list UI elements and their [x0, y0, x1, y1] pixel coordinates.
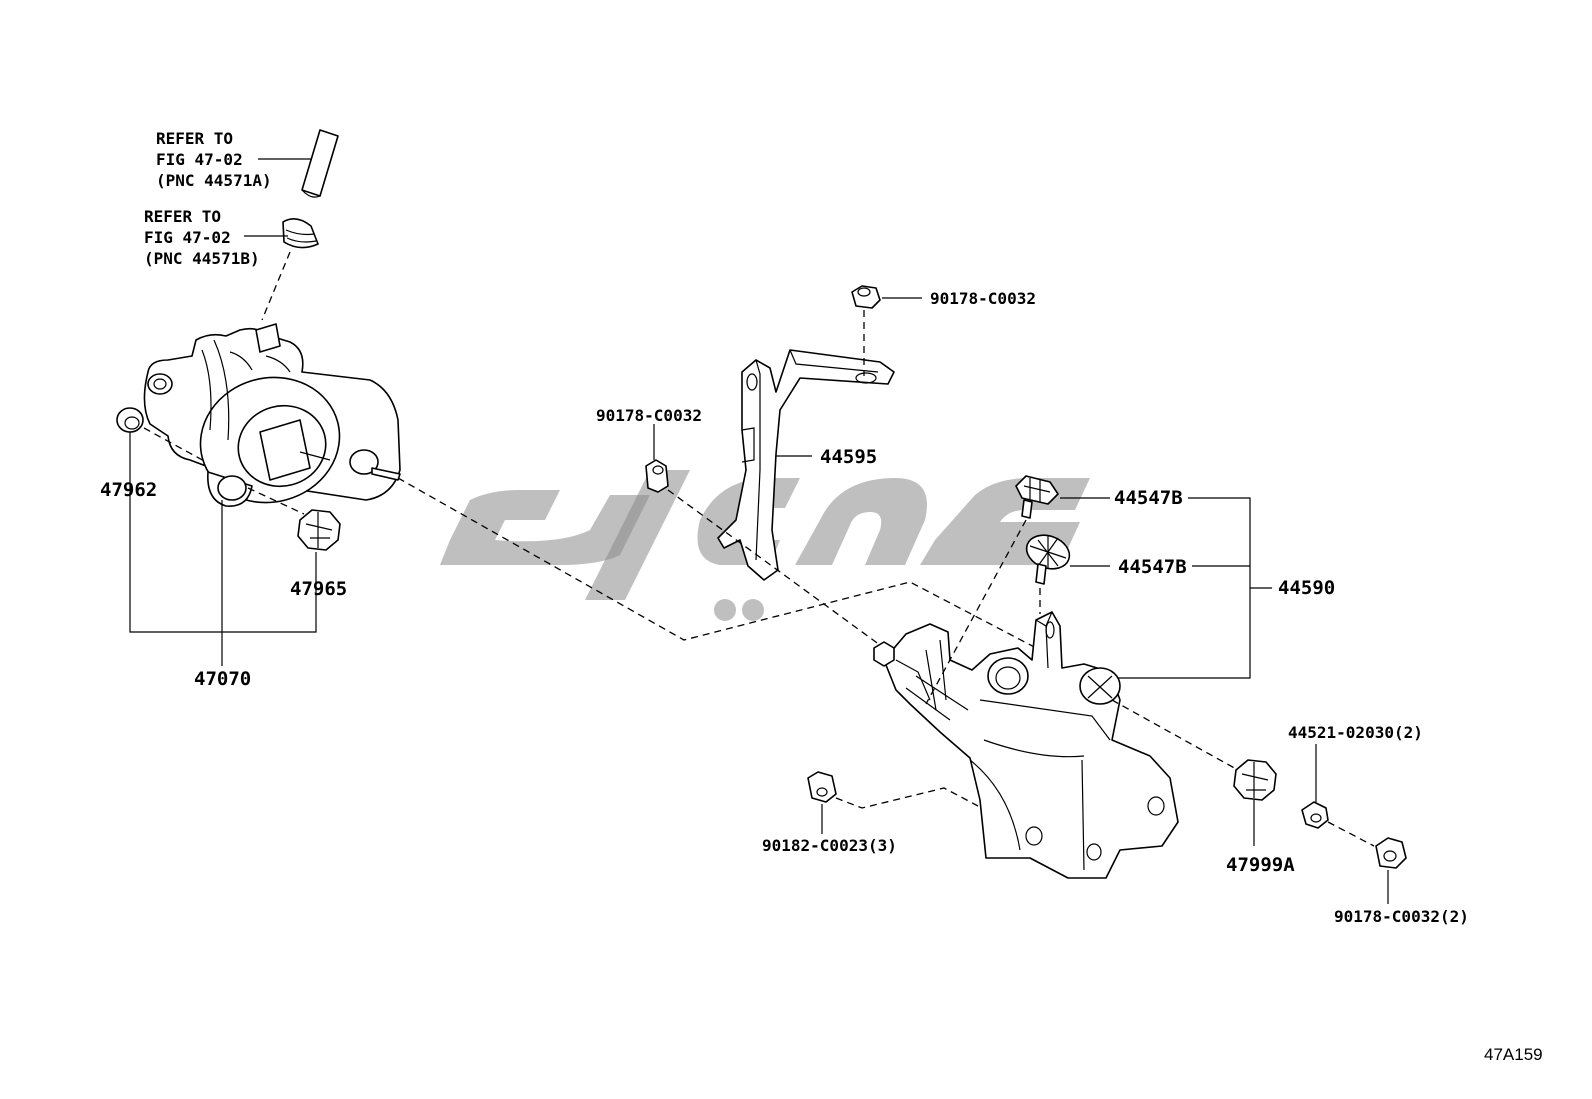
ref-a-line2: FIG 47-02 — [156, 150, 243, 169]
part-90178-nut-mid — [645, 459, 669, 493]
callout-44547b-2: 44547B — [1118, 556, 1187, 578]
part-90178-nut-top — [851, 285, 881, 309]
callout-47965: 47965 — [290, 578, 347, 600]
hose-pipe-a — [301, 129, 339, 198]
part-90182-nut — [807, 771, 837, 803]
part-47999a-grommet — [1233, 759, 1277, 801]
callout-90178-bottom: 90178-C0032(2) — [1334, 907, 1469, 926]
part-90178-nut-bottom — [1375, 837, 1407, 869]
part-44521-bolt — [1301, 801, 1329, 829]
part-47965-grommet — [297, 509, 341, 551]
callout-90178-mid: 90178-C0032 — [596, 406, 702, 425]
callout-44595: 44595 — [820, 446, 877, 468]
ref-a-line3: (PNC 44571A) — [156, 171, 272, 190]
actuator-assembly — [143, 323, 401, 507]
callout-47962: 47962 — [100, 479, 157, 501]
ref-b-line3: (PNC 44571B) — [144, 249, 260, 268]
part-44547b-bushing-1 — [1015, 475, 1059, 519]
lower-bracket-assembly — [873, 611, 1179, 879]
hose-connector-b — [282, 218, 319, 249]
ref-a-line1: REFER TO — [156, 129, 233, 148]
callout-44521: 44521-02030(2) — [1288, 723, 1423, 742]
callout-44590: 44590 — [1278, 577, 1335, 599]
callout-90182: 90182-C0023(3) — [762, 836, 897, 855]
figure-id: 47A159 — [1484, 1045, 1543, 1064]
callout-47999a: 47999A — [1226, 854, 1295, 876]
callout-47070: 47070 — [194, 668, 251, 690]
part-44595-bracket — [717, 349, 895, 581]
callout-44547b-1: 44547B — [1114, 487, 1183, 509]
callout-90178-top: 90178-C0032 — [930, 289, 1036, 308]
part-47962-bushing — [116, 407, 144, 433]
part-44547b-bushing-2 — [1025, 534, 1071, 585]
ref-b-line2: FIG 47-02 — [144, 228, 231, 247]
ref-b-line1: REFER TO — [144, 207, 221, 226]
